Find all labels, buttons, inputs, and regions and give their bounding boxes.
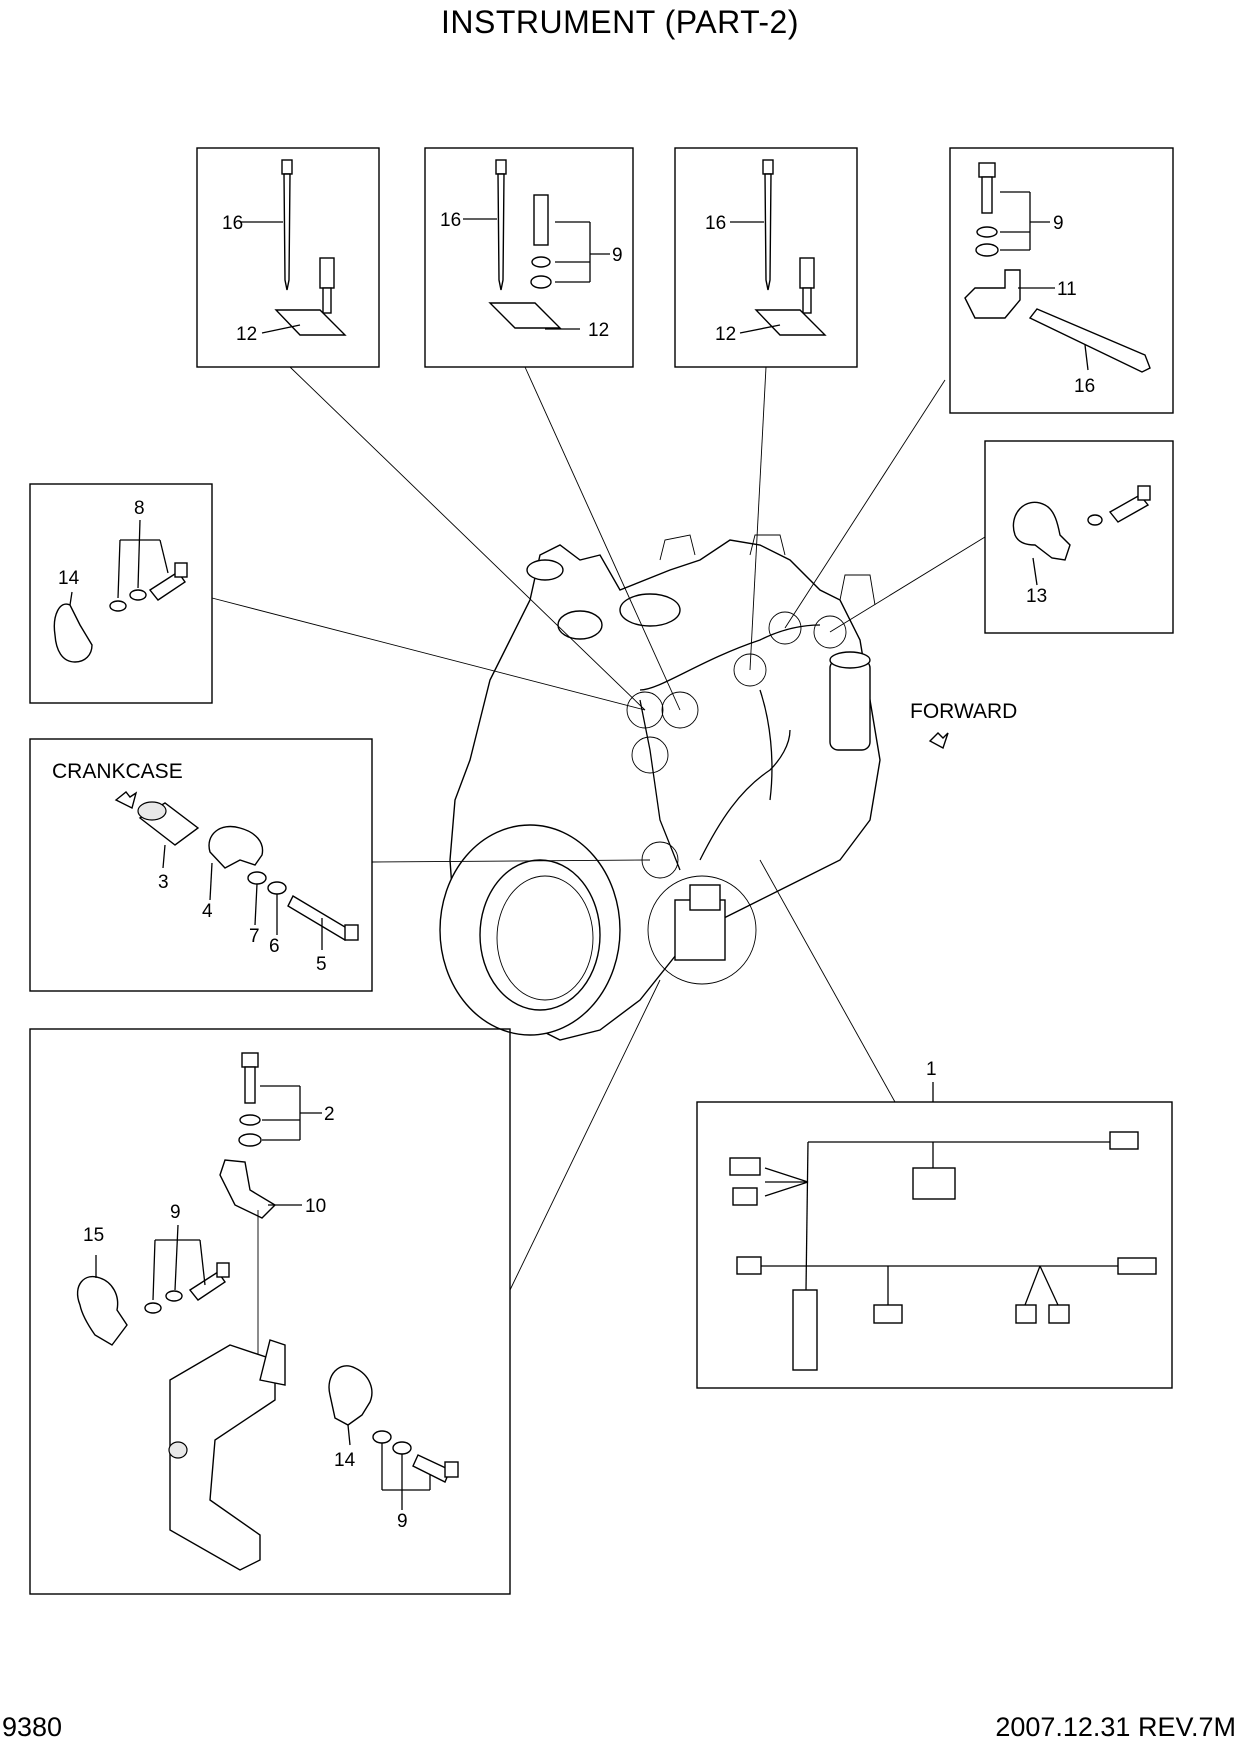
forward-label: FORWARD <box>910 700 1017 723</box>
detail-box-4: 9 11 16 <box>949 147 1174 414</box>
callout-14: 14 <box>334 1450 356 1471</box>
crankcase-label: CRANKCASE <box>52 760 183 783</box>
detail-box-7: CRANKCASE 3 4 7 6 5 <box>29 738 373 992</box>
crankcase-arrow-icon <box>114 791 138 810</box>
callout-16: 16 <box>440 210 461 231</box>
callout-12: 12 <box>715 324 736 345</box>
callout-4: 4 <box>202 901 213 922</box>
callout-9: 9 <box>612 245 623 266</box>
detail-box-8: 2 10 9 15 14 9 <box>29 1028 511 1595</box>
detail-box-1: 16 12 <box>196 147 380 368</box>
detail-box-2: 16 9 12 <box>424 147 634 368</box>
detail-box-3: 16 12 <box>674 147 858 368</box>
callout-16: 16 <box>222 213 243 234</box>
callout-5: 5 <box>316 954 327 975</box>
callout-1: 1 <box>926 1059 937 1080</box>
callout-9: 9 <box>170 1202 181 1223</box>
callout-13: 13 <box>1026 586 1047 607</box>
forward-arrow-icon <box>928 732 949 750</box>
callout-16: 16 <box>705 213 726 234</box>
callout-2: 2 <box>324 1104 335 1125</box>
callout-10: 10 <box>305 1196 326 1217</box>
callout-16: 16 <box>1074 376 1095 397</box>
revision-date: 2007.12.31 REV.7M <box>995 1712 1236 1742</box>
callout-14: 14 <box>58 568 80 589</box>
engine-assembly <box>439 534 881 1041</box>
callout-12: 12 <box>588 320 609 341</box>
page-title: INSTRUMENT (PART-2) <box>441 4 799 40</box>
detail-box-9: 1 <box>696 1059 1173 1389</box>
callout-9: 9 <box>397 1511 408 1532</box>
forward-direction: FORWARD <box>910 700 1017 750</box>
leader-lines <box>211 366 986 1291</box>
callout-7: 7 <box>249 926 260 947</box>
callout-11: 11 <box>1057 279 1077 300</box>
page-number: 9380 <box>2 1712 63 1742</box>
callout-6: 6 <box>269 936 280 957</box>
callout-9: 9 <box>1053 213 1064 234</box>
callout-15: 15 <box>83 1225 104 1246</box>
callout-8: 8 <box>134 498 145 519</box>
detail-box-5: 13 <box>984 440 1174 634</box>
callout-3: 3 <box>158 872 169 893</box>
callout-12: 12 <box>236 324 257 345</box>
detail-box-6: 8 14 <box>29 483 213 704</box>
